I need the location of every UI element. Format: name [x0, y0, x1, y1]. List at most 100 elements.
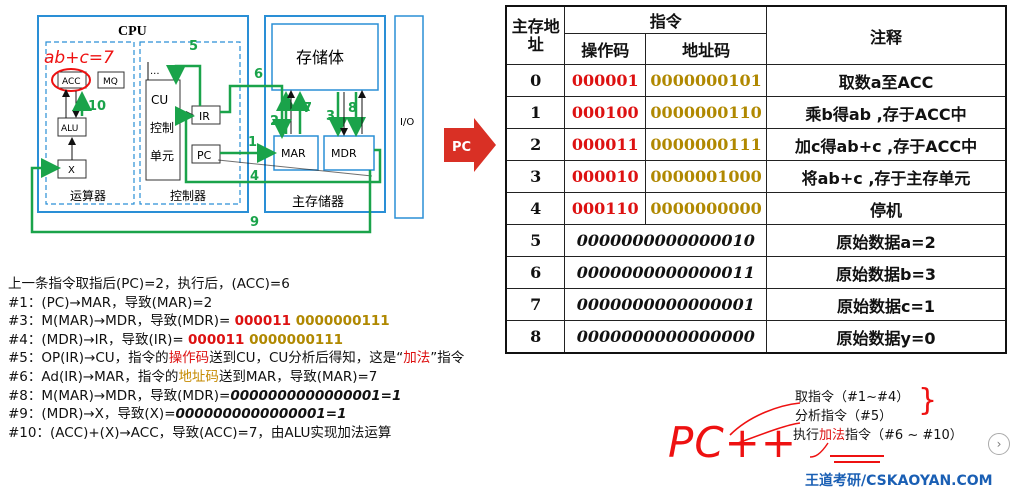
step-9-text: #9：(MDR)→X，导致(X)=: [8, 406, 176, 423]
note-execute-c: 指令（#6 ~ #10）: [845, 428, 963, 443]
cu-dots: ...: [150, 66, 160, 77]
control-unit-label: 控制器: [170, 189, 206, 203]
handwritten-brace: }: [918, 383, 938, 418]
step-5-text-a: #5：OP(IR)→CU，指令的: [8, 350, 169, 367]
table-row: 7 0000000000000001 原始数据c=1: [505, 288, 1007, 321]
step-num-5: 5: [189, 39, 198, 54]
alu-unit-frame: [45, 41, 135, 205]
step-9-value: 0000000000000001=1: [175, 406, 347, 423]
cell-opcode: 000110: [564, 192, 647, 225]
step-num-1: 1: [248, 135, 257, 150]
cell-addr: 5: [505, 224, 566, 257]
cell-opcode: 000011: [564, 128, 647, 161]
acc-register: [57, 71, 87, 89]
step-4-opcode: 000011: [188, 331, 245, 348]
step-3-address: 0000000111: [291, 313, 390, 330]
io-block: [394, 15, 424, 219]
acc-handwritten-circle: [51, 68, 91, 92]
note-fetch: 取指令（#1~#4）: [795, 390, 910, 405]
cell-note: 原始数据c=1: [766, 288, 1007, 321]
mdr-register: [323, 135, 375, 171]
cpu-label: CPU: [118, 24, 147, 39]
step-num-3: 3: [326, 109, 335, 124]
step-5-opcode-word: 操作码: [168, 350, 210, 367]
header-instruction: 指令: [564, 5, 768, 34]
cell-note: 取数a至ACC: [766, 64, 1007, 97]
cell-addr: 2: [505, 128, 566, 161]
note-execute-add: 加法: [819, 428, 846, 443]
table-row: 0 000001 0000000101 取数a至ACC: [505, 64, 1007, 97]
io-label: I/O: [400, 117, 414, 128]
cu-block: [145, 79, 181, 181]
header-note: 注释: [766, 5, 1007, 65]
storage-label: 存储体: [296, 48, 344, 67]
step-6-text-c: 送到MAR，导致(MAR)=7: [218, 368, 378, 385]
cell-value: 0000000000000000: [564, 320, 768, 354]
table-row: 4 000110 0000000000 停机: [505, 192, 1007, 225]
step-num-4: 4: [250, 169, 259, 184]
step-num-8: 8: [348, 101, 357, 116]
table-row: 1 000100 0000000110 乘b得ab ,存于ACC中: [505, 96, 1007, 129]
cell-note: 原始数据b=3: [766, 256, 1007, 289]
handwritten-scribble: [729, 402, 829, 458]
cell-note: 将ab+c ,存于主存单元: [766, 160, 1007, 193]
cell-addr: 7: [505, 288, 566, 321]
table-row: 3 000010 0000001000 将ab+c ,存于主存单元: [505, 160, 1007, 193]
header-opcode: 操作码: [564, 33, 647, 65]
cell-note: 加c得ab+c ,存于ACC中: [766, 128, 1007, 161]
cpu-frame: [37, 15, 249, 213]
header-address: 主存地址: [505, 5, 566, 65]
cell-note: 停机: [766, 192, 1007, 225]
step-4-address: 0000000111: [244, 331, 344, 348]
table-row: 6 0000000000000011 原始数据b=3: [505, 256, 1007, 289]
step-5-add-word: 加法: [403, 350, 431, 367]
cell-addr: 0: [505, 64, 566, 97]
phase-notes: 取指令（#1~#4） 分析指令（#5） 执行加法指令（#6 ~ #10）: [793, 388, 963, 445]
cpu-memory-diagram: CPU 运算器 控制器 ACC MQ ab+c=7 ALU X 10 CU 控制…: [30, 15, 496, 234]
cell-addr: 6: [505, 256, 566, 289]
cell-opcode: 000001: [564, 64, 647, 97]
step-num-6: 6: [254, 67, 263, 82]
cell-addrcode: 0000000110: [645, 96, 768, 129]
mdr-label: MDR: [331, 147, 357, 160]
cell-note: 原始数据a=2: [766, 224, 1007, 257]
step-6-text-a: #6：Ad(IR)→MAR，指令的: [8, 368, 179, 385]
brand-watermark: 王道考研/CSKAOYAN.COM: [805, 473, 993, 489]
step-8: #8：M(MAR)→MDR，导致(MDR)=0000000000000001=1: [8, 387, 464, 406]
instruction-table: 主存地址 指令 注释 操作码 地址码 0 000001 0000000101 取…: [505, 5, 1007, 354]
step-9: #9：(MDR)→X，导致(X)=0000000000000001=1: [8, 405, 464, 424]
table-row: 5 0000000000000010 原始数据a=2: [505, 224, 1007, 257]
control-unit-frame: [139, 41, 241, 205]
note-execute-a: 执行: [793, 428, 820, 443]
handwritten-note: ab+c=7: [44, 48, 114, 68]
cell-addr: 4: [505, 192, 566, 225]
step-8-text: #8：M(MAR)→MDR，导致(MDR)=: [8, 387, 231, 404]
step-6-address-word: 地址码: [178, 368, 219, 385]
step-6: #6：Ad(IR)→MAR，指令的地址码送到MAR，导致(MAR)=7: [8, 368, 464, 387]
step-8-value: 0000000000000001=1: [230, 387, 402, 404]
cell-note: 乘b得ab ,存于ACC中: [766, 96, 1007, 129]
cell-value: 0000000000000011: [564, 256, 768, 289]
alu-unit-label: 运算器: [70, 188, 106, 203]
note-execute: 执行加法指令（#6 ~ #10）: [793, 426, 963, 445]
main-memory-label: 主存储器: [292, 195, 344, 210]
step-3-opcode: 000011: [234, 313, 292, 330]
cell-note: 原始数据y=0: [766, 320, 1007, 354]
step-1: #1：(PC)→MAR，导致(MAR)=2: [8, 294, 213, 311]
alu-block: [57, 117, 87, 137]
cell-value: 0000000000000010: [564, 224, 768, 257]
header-addrcode: 地址码: [645, 33, 768, 65]
mq-label: MQ: [103, 77, 118, 87]
ir-label: IR: [199, 110, 210, 123]
step-num-10: 10: [88, 99, 106, 114]
step-5: #5：OP(IR)→CU，指令的操作码送到CU，CU分析后得知，这是“加法”指令: [8, 349, 464, 368]
mq-register: [97, 71, 125, 89]
cell-addr: 3: [505, 160, 566, 193]
step-num-9: 9: [250, 215, 259, 230]
handwritten-pc-increment: PC++: [668, 418, 798, 467]
step-10: #10：(ACC)+(X)→ACC，导致(ACC)=7，由ALU实现加法运算: [8, 424, 392, 441]
alu-label: ALU: [61, 124, 78, 134]
expand-toggle[interactable]: ›: [988, 433, 1010, 455]
chevron-right-icon: ›: [996, 437, 1002, 451]
cu-label-2: 控制: [150, 121, 174, 135]
